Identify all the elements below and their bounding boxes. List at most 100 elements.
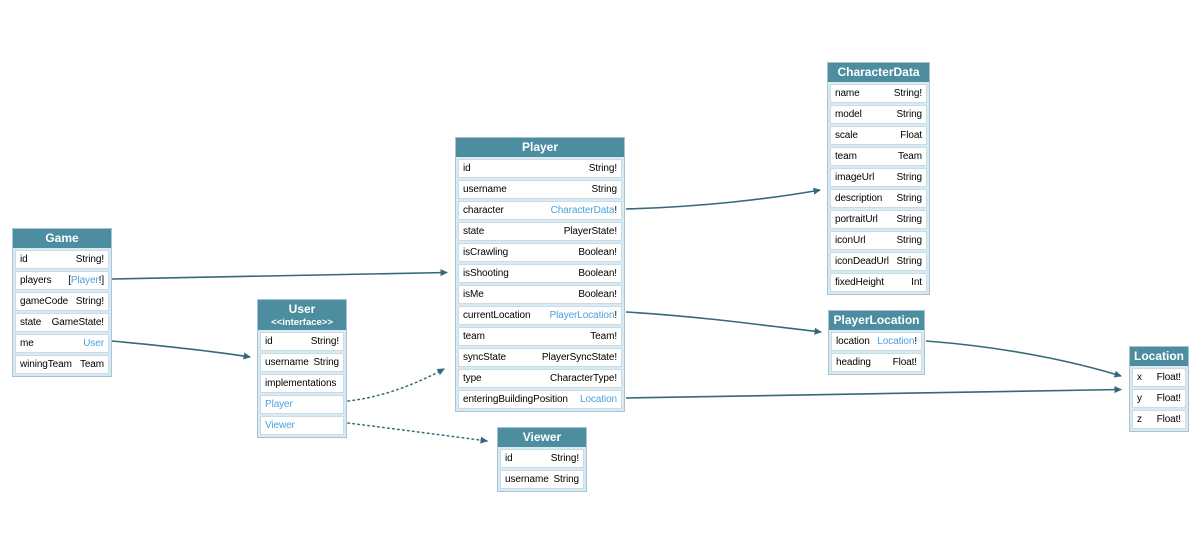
field-name: isMe bbox=[463, 289, 484, 300]
field-name: username bbox=[505, 474, 549, 485]
field-name: state bbox=[463, 226, 485, 237]
field-row[interactable]: gameCode String! bbox=[15, 292, 109, 311]
field-type-link[interactable]: CharacterData bbox=[550, 205, 615, 216]
type-node-playerlocation-header[interactable]: PlayerLocation bbox=[829, 311, 924, 330]
field-row[interactable]: character CharacterData! bbox=[458, 201, 622, 220]
type-node-playerlocation[interactable]: PlayerLocation location Location! headin… bbox=[828, 310, 925, 375]
edge-player-enteringbuildingposition-to-location bbox=[625, 386, 1122, 399]
field-type: String bbox=[896, 109, 922, 120]
field-name: username bbox=[265, 357, 309, 368]
field-type: PlayerLocation! bbox=[549, 308, 618, 323]
type-node-user[interactable]: User <<interface>> id String! username S… bbox=[257, 299, 347, 438]
field-row[interactable]: iconUrl String bbox=[830, 231, 927, 250]
field-type-link[interactable]: PlayerLocation bbox=[549, 310, 615, 321]
type-node-user-header[interactable]: User <<interface>> bbox=[258, 300, 346, 330]
field-row[interactable]: description String bbox=[830, 189, 927, 208]
field-row[interactable]: id String! bbox=[458, 159, 622, 178]
field-row[interactable]: currentLocation PlayerLocation! bbox=[458, 306, 622, 325]
field-type: Int bbox=[911, 277, 922, 288]
field-row[interactable]: isShooting Boolean! bbox=[458, 264, 622, 283]
field-row[interactable]: team Team! bbox=[458, 327, 622, 346]
field-type: String bbox=[553, 474, 579, 485]
field-name: players bbox=[20, 275, 52, 286]
type-title: Player bbox=[521, 140, 559, 154]
type-node-viewer-header[interactable]: Viewer bbox=[498, 428, 586, 447]
type-title: Viewer bbox=[522, 430, 562, 444]
field-row[interactable]: x Float! bbox=[1132, 368, 1186, 387]
field-row[interactable]: id String! bbox=[260, 332, 344, 351]
type-title: CharacterData bbox=[837, 65, 920, 79]
field-type: GameState! bbox=[51, 317, 104, 328]
field-row[interactable]: id String! bbox=[15, 250, 109, 269]
field-name: character bbox=[463, 205, 504, 216]
field-type: Team bbox=[897, 151, 922, 162]
field-type: Team bbox=[79, 359, 104, 370]
field-row[interactable]: scale Float bbox=[830, 126, 927, 145]
field-type: String! bbox=[893, 88, 922, 99]
field-name: id bbox=[20, 254, 28, 265]
field-name: heading bbox=[836, 357, 871, 368]
field-row[interactable]: syncState PlayerSyncState! bbox=[458, 348, 622, 367]
field-row[interactable]: model String bbox=[830, 105, 927, 124]
field-row[interactable]: username String bbox=[260, 353, 344, 372]
field-name: fixedHeight bbox=[835, 277, 884, 288]
field-row[interactable]: username String bbox=[500, 470, 584, 489]
field-row[interactable]: username String bbox=[458, 180, 622, 199]
implementations-label: implementations bbox=[265, 378, 337, 389]
field-name: scale bbox=[835, 130, 858, 141]
type-node-characterdata-header[interactable]: CharacterData bbox=[828, 63, 929, 82]
field-name: syncState bbox=[463, 352, 507, 363]
field-row[interactable]: y Float! bbox=[1132, 389, 1186, 408]
implementations-label-row: implementations bbox=[260, 374, 344, 393]
field-type-link[interactable]: Player bbox=[70, 275, 99, 286]
field-row[interactable]: isMe Boolean! bbox=[458, 285, 622, 304]
field-type: String bbox=[896, 193, 922, 204]
implementation-link[interactable]: Viewer bbox=[265, 420, 295, 431]
edge-player-character-to-characterdata bbox=[625, 187, 821, 210]
field-type-link[interactable]: User bbox=[83, 338, 104, 349]
field-row[interactable]: state GameState! bbox=[15, 313, 109, 332]
type-title: Location bbox=[1134, 349, 1184, 363]
field-type: String bbox=[896, 214, 922, 225]
field-type: String bbox=[896, 256, 922, 267]
type-node-location[interactable]: Location x Float! y Float! z Float! bbox=[1129, 346, 1189, 432]
field-row[interactable]: imageUrl String bbox=[830, 168, 927, 187]
field-row[interactable]: name String! bbox=[830, 84, 927, 103]
implementation-row[interactable]: Player bbox=[260, 395, 344, 414]
field-row[interactable]: enteringBuildingPosition Location bbox=[458, 390, 622, 409]
type-node-game-header[interactable]: Game bbox=[13, 229, 111, 248]
field-row[interactable]: heading Float! bbox=[831, 353, 922, 372]
edge-game-me-to-user bbox=[111, 340, 251, 360]
field-row[interactable]: portraitUrl String bbox=[830, 210, 927, 229]
edge-user-viewer-implementation bbox=[347, 422, 488, 444]
implementation-link[interactable]: Player bbox=[265, 399, 293, 410]
field-row[interactable]: me User bbox=[15, 334, 109, 353]
field-name: z bbox=[1137, 414, 1142, 425]
field-row[interactable]: z Float! bbox=[1132, 410, 1186, 429]
type-node-characterdata[interactable]: CharacterData name String! model String … bbox=[827, 62, 930, 295]
field-name: currentLocation bbox=[463, 310, 531, 321]
field-row[interactable]: team Team bbox=[830, 147, 927, 166]
field-type: String! bbox=[75, 296, 104, 307]
field-row[interactable]: fixedHeight Int bbox=[830, 273, 927, 292]
field-type-link[interactable]: Location bbox=[877, 336, 915, 347]
type-node-location-header[interactable]: Location bbox=[1130, 347, 1188, 366]
field-row[interactable]: winingTeam Team bbox=[15, 355, 109, 374]
implementation-row[interactable]: Viewer bbox=[260, 416, 344, 435]
field-name: location bbox=[836, 336, 870, 347]
field-row[interactable]: type CharacterType! bbox=[458, 369, 622, 388]
type-node-viewer[interactable]: Viewer id String! username String bbox=[497, 427, 587, 492]
edge-playerlocation-location-to-location bbox=[925, 340, 1122, 378]
field-row[interactable]: isCrawling Boolean! bbox=[458, 243, 622, 262]
type-node-player-header[interactable]: Player bbox=[456, 138, 624, 157]
field-row[interactable]: id String! bbox=[500, 449, 584, 468]
field-row[interactable]: iconDeadUrl String bbox=[830, 252, 927, 271]
field-type-link[interactable]: Location bbox=[579, 394, 617, 405]
field-row[interactable]: players [Player!] bbox=[15, 271, 109, 290]
type-node-player[interactable]: Player id String! username String charac… bbox=[455, 137, 625, 412]
field-row[interactable]: location Location! bbox=[831, 332, 922, 351]
field-type: Float! bbox=[1156, 414, 1182, 425]
field-name: portraitUrl bbox=[835, 214, 878, 225]
field-row[interactable]: state PlayerState! bbox=[458, 222, 622, 241]
type-node-game[interactable]: Game id String! players [Player!] gameCo… bbox=[12, 228, 112, 377]
